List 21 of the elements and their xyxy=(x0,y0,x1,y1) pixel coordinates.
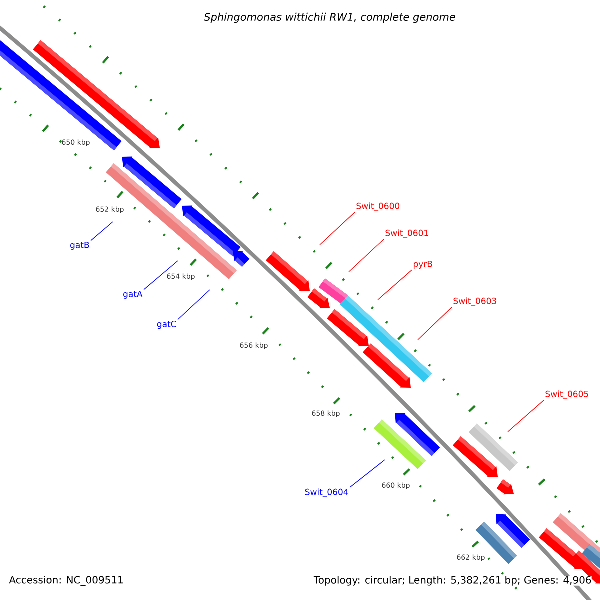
gene-label: gatC xyxy=(157,320,176,330)
gene-label: Swit_0601 xyxy=(386,230,428,238)
gene-label: Swit_0605 xyxy=(546,390,588,400)
leader-line xyxy=(508,400,544,432)
genome-info-text: Topology: circular; Length: 5,382,261 bp; Genes: 4,906 xyxy=(314,576,592,586)
leader-line xyxy=(348,239,384,272)
leader-line xyxy=(350,460,386,488)
gene-label: Swit_0600 xyxy=(356,202,400,212)
gene-label: pyrB xyxy=(414,261,432,269)
accession-text: Accession: NC_009511 xyxy=(9,576,123,586)
gene-label: gatB xyxy=(70,242,90,250)
leader-line xyxy=(378,270,412,300)
leader-line xyxy=(178,290,210,320)
leader-line xyxy=(418,307,452,340)
leader-line xyxy=(144,260,178,290)
gene-label: gatA xyxy=(124,291,143,299)
title: Sphingomonas wittichii RW1, complete genome xyxy=(204,12,456,24)
leader-line xyxy=(90,222,114,242)
gene-label: Swit_0603 xyxy=(454,298,496,306)
gene-label: Swit_0604 xyxy=(305,488,348,498)
leader-line xyxy=(320,212,356,246)
